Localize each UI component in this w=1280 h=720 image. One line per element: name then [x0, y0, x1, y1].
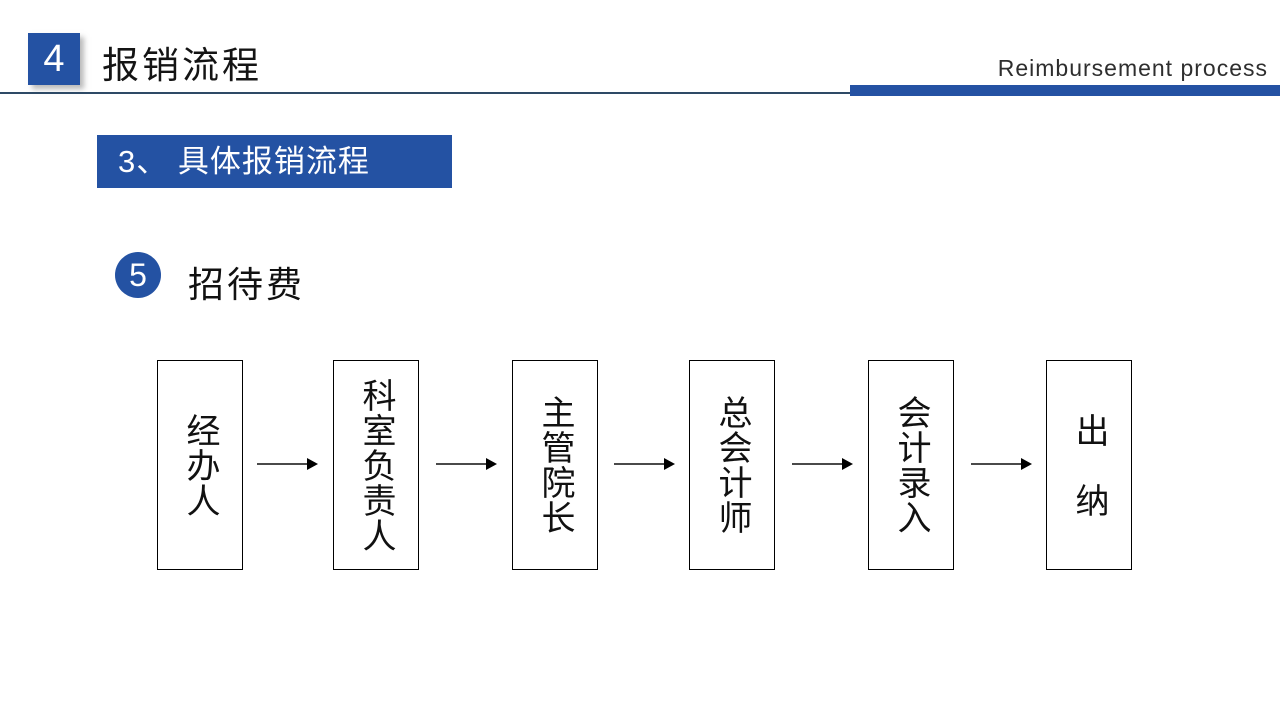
- flow-step: 科室负责人: [333, 360, 419, 570]
- flow-step: 会计录入: [868, 360, 954, 570]
- right-arrow-icon: [971, 458, 1032, 470]
- flow-step: 经办人: [157, 360, 243, 570]
- chapter-number-badge: 4: [28, 33, 80, 85]
- chapter-number: 4: [43, 37, 65, 80]
- flow-step-label: 主管院长: [536, 395, 574, 535]
- header-accent-bar: [850, 85, 1280, 96]
- flow-step-label: 总会计师: [713, 395, 751, 535]
- right-arrow-icon: [792, 458, 853, 470]
- flow-step-label: 科室负责人: [357, 377, 395, 553]
- header-divider-line: [0, 92, 1280, 94]
- item-number: 5: [129, 256, 147, 293]
- flow-step-label: 经办人: [181, 412, 219, 518]
- page-subtitle-english: Reimbursement process: [997, 55, 1268, 81]
- flow-step-label: 出 纳: [1070, 412, 1108, 518]
- flow-step: 总会计师: [689, 360, 775, 570]
- flow-step: 出 纳: [1046, 360, 1132, 570]
- flow-step: 主管院长: [512, 360, 598, 570]
- right-arrow-icon: [436, 458, 497, 470]
- right-arrow-icon: [614, 458, 675, 470]
- page-title: 报销流程: [102, 45, 262, 86]
- item-label: 招待费: [188, 264, 306, 305]
- section-heading: 3、 具体报销流程: [97, 135, 452, 188]
- flow-step-label: 会计录入: [892, 395, 930, 535]
- item-number-badge: 5: [115, 252, 161, 298]
- right-arrow-icon: [257, 458, 318, 470]
